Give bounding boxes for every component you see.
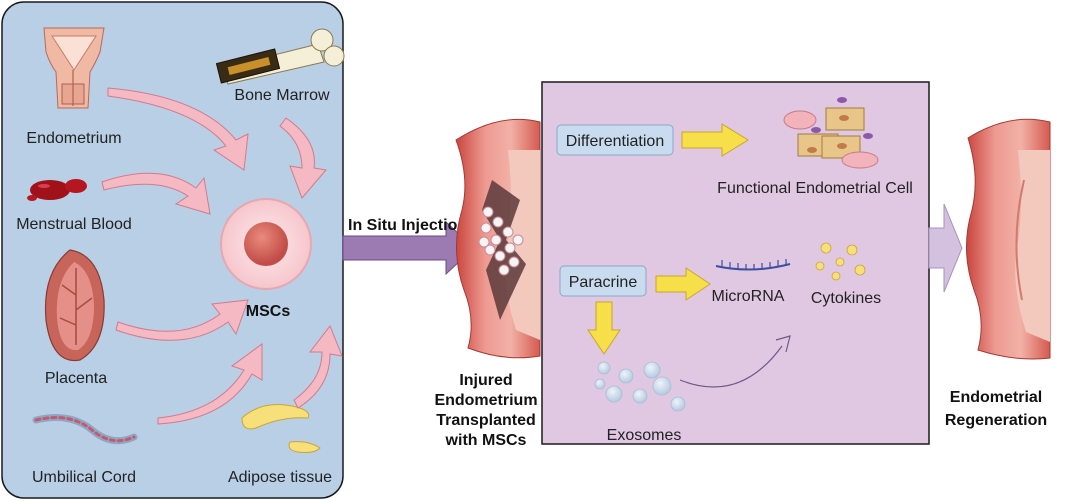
regenerated-uterus-illustration [966,118,1051,360]
label-injured-line-3: Transplanted [436,412,536,429]
label-cytokines: Cytokines [811,290,881,307]
exosome-arrow [679,335,791,388]
result-arrow [928,203,963,293]
differentiation-box [556,124,674,156]
label-menstrual-blood: Menstrual Blood [16,216,132,233]
label-paracrine: Paracrine [569,274,638,291]
adipose-tissue-illustration [241,404,321,453]
cytokines-illustration [815,242,866,281]
bone-marrow-illustration [215,28,345,85]
label-exosomes: Exosomes [607,427,682,444]
label-endometrium: Endometrium [26,130,121,147]
paracrine-box [559,265,647,297]
label-result-line-2: Regeneration [945,412,1047,429]
label-bone-marrow: Bone Marrow [234,87,330,104]
label-result-line-1: Endometrial [950,389,1042,406]
msc-cell [220,198,312,290]
label-microrna: MicroRNA [712,288,785,305]
label-injured-line-4: with MSCs [445,432,527,449]
label-in-situ-injection: In Situ Injection [348,217,467,234]
exosomes-illustration [594,361,686,412]
microrna-illustration [715,259,791,271]
label-umbilical-cord: Umbilical Cord [32,469,136,486]
label-injured-line-1: Injured [459,372,512,389]
menstrual-blood-illustration [27,179,87,201]
functional-cells-illustration [783,97,879,169]
label-placenta: Placenta [45,370,107,387]
label-adipose-tissue: Adipose tissue [228,469,332,486]
injured-uterus-illustration [455,118,541,359]
mechanism-arrows [587,123,749,355]
label-differentiation: Differentiation [566,133,664,150]
endometrium-illustration [43,27,105,109]
label-mscs: MSCs [246,303,291,320]
label-injured-line-2: Endometrium [434,392,537,409]
placenta-illustration [44,249,105,362]
umbilical-cord-illustration [32,414,138,445]
label-functional-endometrial-cell: Functional Endometrial Cell [717,180,913,197]
source-arrows [101,87,343,425]
